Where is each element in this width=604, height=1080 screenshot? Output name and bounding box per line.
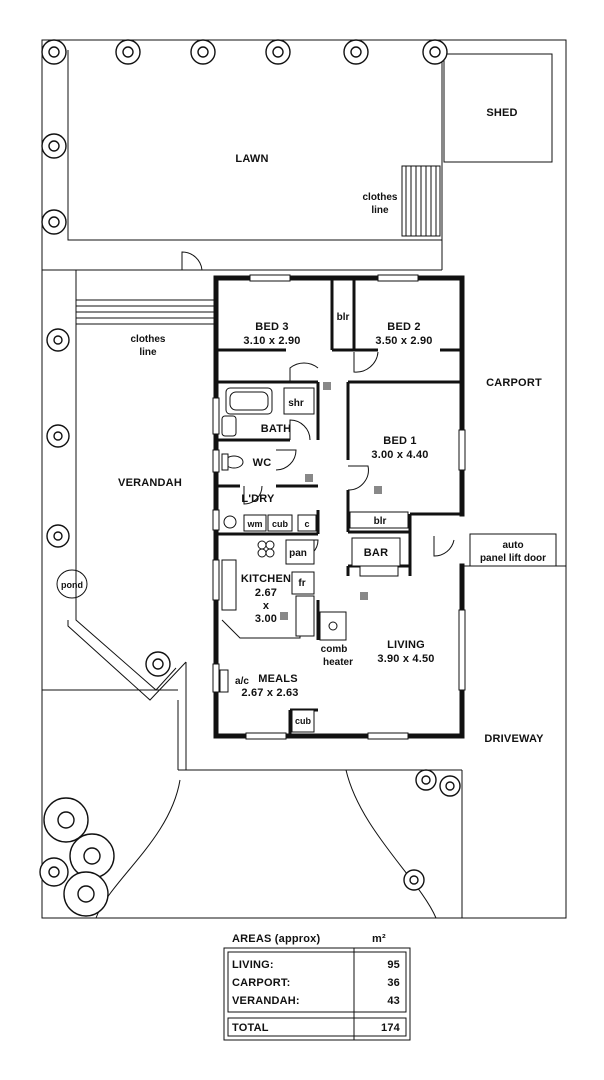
- shed-label: SHED: [486, 107, 517, 119]
- shed: [443, 53, 553, 163]
- living-name: LIVING: [387, 639, 425, 651]
- wm-label: wm: [246, 519, 262, 529]
- auto-door-label-1: auto: [502, 540, 523, 551]
- tree-icon: [46, 328, 70, 352]
- driveway-label: DRIVEWAY: [484, 733, 544, 745]
- fixtures: [219, 382, 409, 733]
- shr-label: shr: [288, 398, 304, 409]
- steps-right: [401, 165, 441, 237]
- areas-table: AREAS (approx) m² LIVING: 95 CARPORT: 36…: [223, 933, 411, 1041]
- internal-walls: [216, 278, 462, 736]
- kitchen-x: x: [263, 600, 270, 612]
- auto-door-box: [469, 533, 557, 567]
- bed1-size: 3.00 x 4.40: [371, 449, 428, 461]
- tree-icon: [46, 424, 70, 448]
- tree-icon: [41, 133, 67, 159]
- clothes-line-left-label-2: line: [139, 347, 157, 358]
- wc-label: WC: [253, 457, 272, 469]
- labels: LAWN SHED clothes line clothes line VERA…: [118, 107, 546, 745]
- area-row-value: 43: [387, 995, 400, 1007]
- meals-size: 2.67 x 2.63: [241, 687, 298, 699]
- areas-unit: m²: [372, 933, 386, 945]
- bed2-name: BED 2: [387, 321, 420, 333]
- tree-icon: [422, 39, 448, 65]
- pond: pond: [56, 569, 88, 599]
- tree-icon: [415, 769, 437, 791]
- area-row-value: 36: [387, 977, 400, 989]
- cub-meals-label: cub: [295, 716, 312, 726]
- bed2-size: 3.50 x 2.90: [375, 335, 432, 347]
- tree-icon: [145, 651, 171, 677]
- area-total-value: 174: [381, 1022, 401, 1034]
- bed1-name: BED 1: [383, 435, 416, 447]
- meals-name: MEALS: [258, 673, 298, 685]
- cub-ldry-label: cub: [272, 519, 289, 529]
- tree-icon: [41, 209, 67, 235]
- auto-door-label-2: panel lift door: [480, 553, 546, 564]
- site-boundary: [41, 39, 567, 919]
- area-row-label: CARPORT:: [232, 977, 290, 989]
- area-row-label: VERANDAH:: [232, 995, 300, 1007]
- tree-icon: [69, 833, 115, 879]
- ldry-label: L'DRY: [241, 493, 275, 505]
- trees: [39, 39, 461, 917]
- tree-icon: [46, 524, 70, 548]
- blr-top-label: blr: [337, 312, 350, 323]
- tree-icon: [403, 869, 425, 891]
- tree-icon: [190, 39, 216, 65]
- tree-icon: [41, 39, 67, 65]
- c-label: c: [304, 519, 309, 529]
- bed3-size: 3.10 x 2.90: [243, 335, 300, 347]
- area-row-label: LIVING:: [232, 959, 274, 971]
- clothes-line-top-label-1: clothes: [362, 192, 397, 203]
- bath-label: BATH: [261, 423, 292, 435]
- area-row-value: 95: [387, 959, 400, 971]
- fr-label: fr: [298, 578, 305, 589]
- bar-label: BAR: [364, 547, 388, 559]
- tree-icon: [265, 39, 291, 65]
- kitchen-name: KITCHEN: [241, 573, 291, 585]
- tree-icon: [43, 797, 89, 843]
- ac-label: a/c: [235, 676, 249, 687]
- house-walls: [212, 274, 466, 740]
- carport-label: CARPORT: [486, 377, 542, 389]
- area-total-label: TOTAL: [232, 1022, 269, 1034]
- tree-icon: [39, 857, 69, 887]
- tree-icon: [343, 39, 369, 65]
- clothes-line-left-label-1: clothes: [130, 334, 165, 345]
- blr-mid-label: blr: [374, 516, 387, 527]
- tree-icon: [115, 39, 141, 65]
- tree-icon: [63, 871, 109, 917]
- kitchen-w: 2.67: [255, 587, 277, 599]
- living-size: 3.90 x 4.50: [377, 653, 434, 665]
- comb-heater-label-1: comb: [321, 644, 348, 655]
- pond-label: pond: [61, 580, 83, 590]
- pan-label: pan: [289, 548, 307, 559]
- verandah-label: VERANDAH: [118, 477, 182, 489]
- lawn-label: LAWN: [235, 153, 268, 165]
- areas-title: AREAS (approx): [232, 933, 320, 945]
- clothes-line-top-label-2: line: [371, 205, 389, 216]
- bed3-name: BED 3: [255, 321, 288, 333]
- comb-heater-label-2: heater: [323, 657, 353, 668]
- kitchen-h: 3.00: [255, 613, 277, 625]
- tree-icon: [439, 775, 461, 797]
